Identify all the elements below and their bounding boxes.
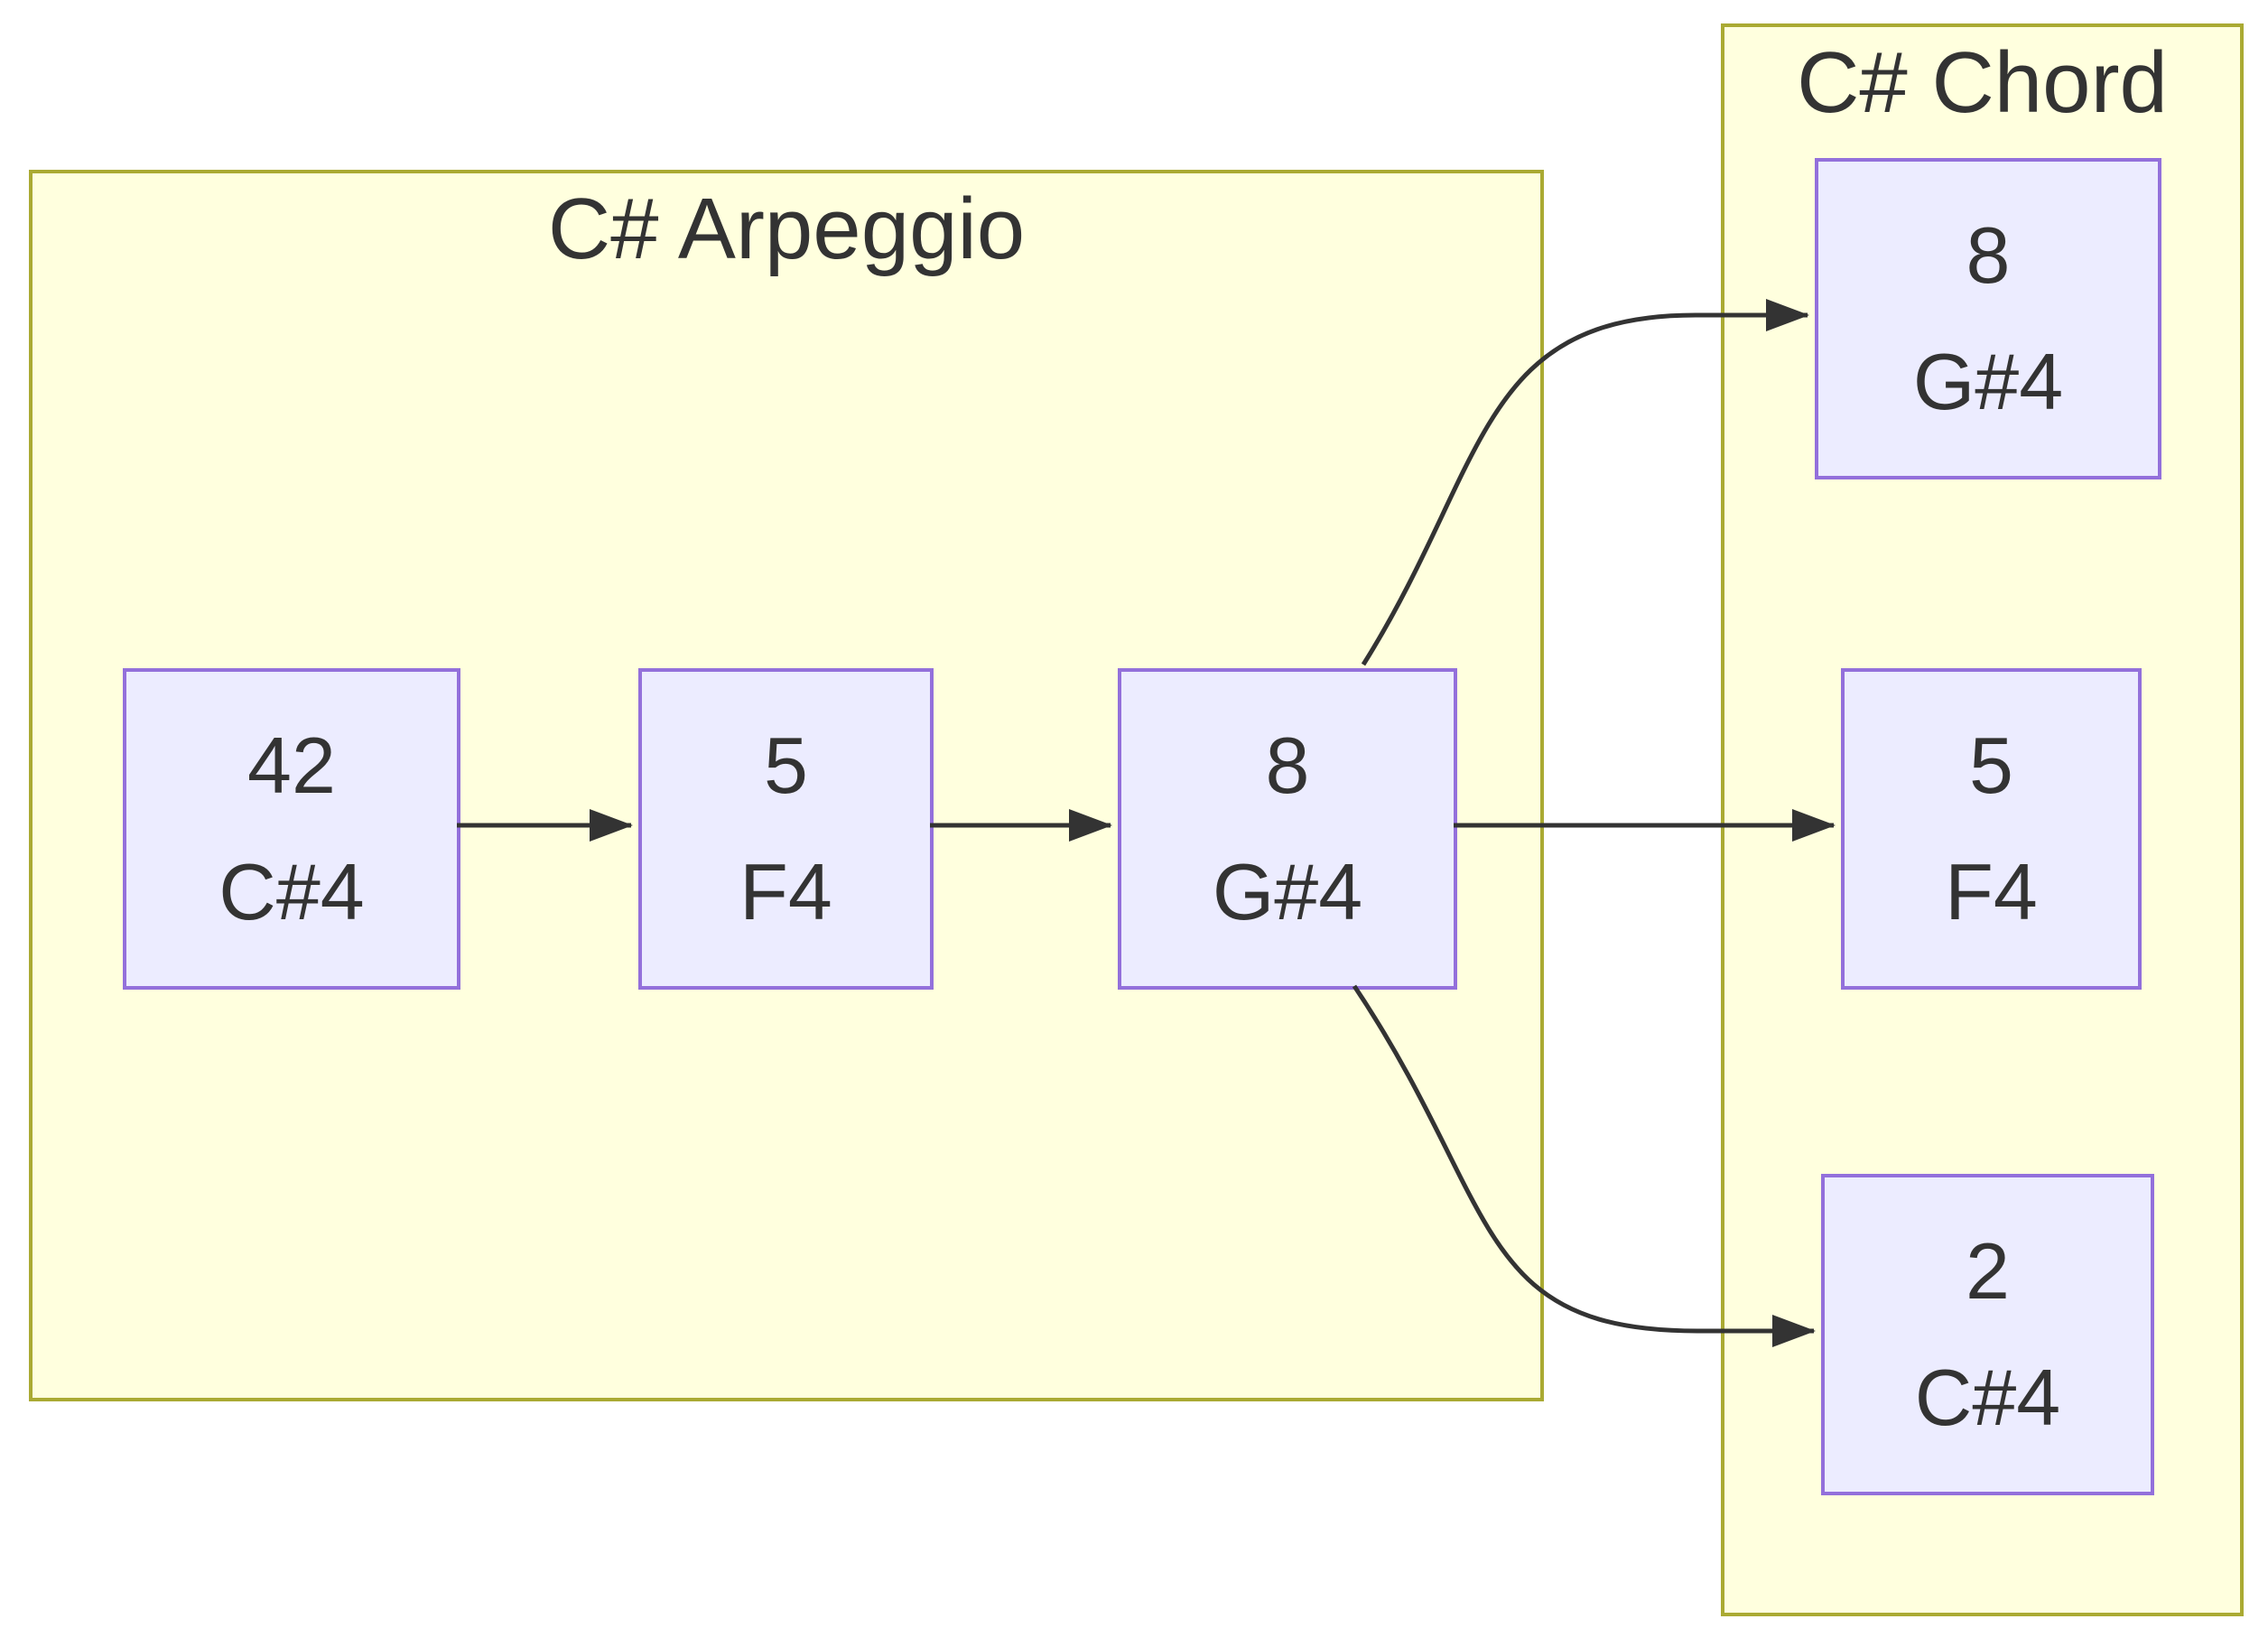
node-arpeggio-gs4-value: 8: [1265, 721, 1310, 810]
node-chord-cs4: 2 C#4: [1821, 1174, 2154, 1495]
node-arpeggio-f4-note: F4: [739, 847, 832, 936]
node-chord-f4-note: F4: [1945, 847, 2038, 936]
node-arpeggio-gs4-note: G#4: [1212, 847, 1363, 936]
group-arpeggio-title: C# Arpeggio: [547, 181, 1026, 277]
node-chord-f4: 5 F4: [1841, 668, 2142, 990]
group-arpeggio: C# Arpeggio 42 C#4 5 F4 8 G#4: [29, 170, 1544, 1401]
node-arpeggio-cs4: 42 C#4: [123, 668, 460, 990]
node-arpeggio-f4: 5 F4: [638, 668, 934, 990]
node-arpeggio-cs4-value: 42: [247, 721, 336, 810]
node-chord-cs4-note: C#4: [1914, 1353, 2061, 1442]
node-chord-gs4-value: 8: [1966, 210, 2011, 300]
node-arpeggio-cs4-note: C#4: [218, 847, 365, 936]
node-chord-cs4-value: 2: [1966, 1226, 2010, 1316]
node-chord-gs4: 8 G#4: [1815, 158, 2161, 479]
group-chord-title: C# Chord: [1797, 34, 2168, 131]
group-chord: C# Chord 8 G#4 5 F4 2 C#4: [1721, 23, 2244, 1616]
node-chord-f4-value: 5: [1969, 721, 2013, 810]
node-chord-gs4-note: G#4: [1912, 337, 2064, 426]
node-arpeggio-gs4: 8 G#4: [1118, 668, 1457, 990]
node-arpeggio-f4-value: 5: [764, 721, 808, 810]
